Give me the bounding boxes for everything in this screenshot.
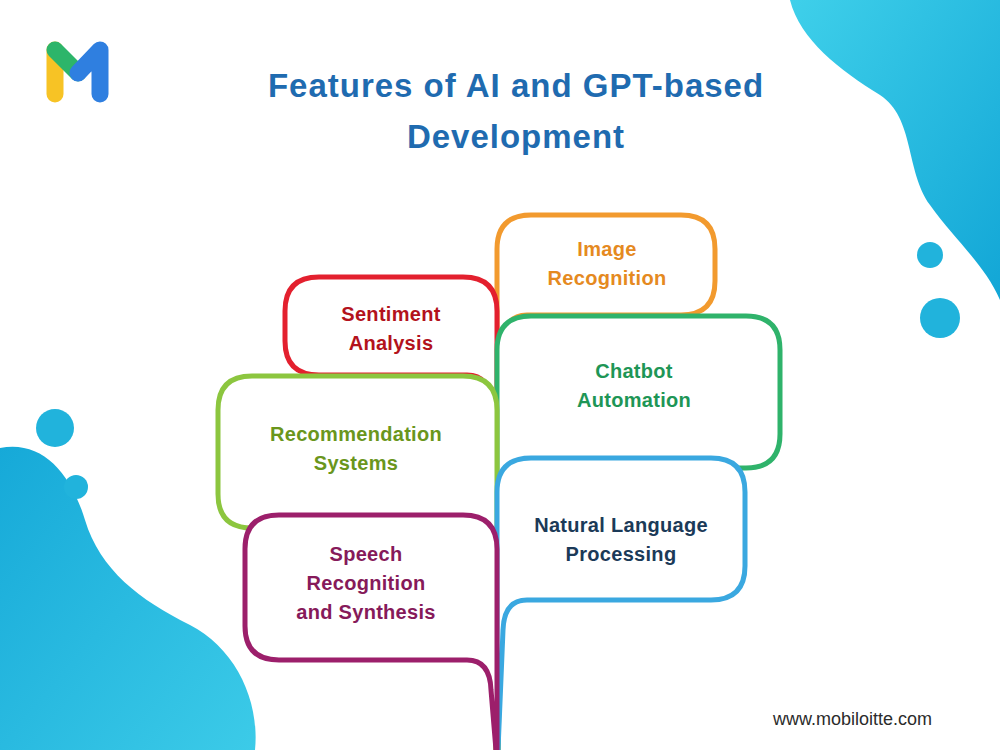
speech-bubble: Speech Recognition and Synthesis <box>245 515 497 660</box>
bubble-text-group: Chatbot Automation <box>554 357 714 415</box>
bubble-outline <box>285 277 497 375</box>
speech-bubble: Chatbot Automation <box>497 316 780 468</box>
feature-label: Recommendation Systems <box>240 420 472 478</box>
deco-dot <box>64 475 88 499</box>
feature-label: Speech Recognition and Synthesis <box>291 540 441 627</box>
feature-label: Image Recognition <box>532 235 682 293</box>
deco-dot <box>917 242 943 268</box>
bubble-text-group: Speech Recognition and Synthesis <box>291 540 441 627</box>
bubble-text-group: Recommendation Systems <box>240 420 472 478</box>
bubble-outline <box>497 215 715 315</box>
diagram-title: Features of AI and GPT-based Development <box>206 60 826 162</box>
deco-dot <box>36 409 74 447</box>
deco-dot <box>920 298 960 338</box>
speech-bubble: Sentiment Analysis <box>285 277 497 375</box>
speech-bubble: Image Recognition <box>497 215 715 315</box>
bubble-text-group: Sentiment Analysis <box>321 300 461 358</box>
bubble-shape <box>245 515 497 750</box>
feature-label: Sentiment Analysis <box>321 300 461 358</box>
bubble-shape <box>497 316 780 750</box>
bubble-shape <box>497 458 745 750</box>
corner-blob <box>790 0 1000 300</box>
bubble-shape <box>218 376 497 750</box>
bubble-text-group: Natural Language Processing <box>512 511 730 569</box>
feature-label: Chatbot Automation <box>554 357 714 415</box>
speech-bubble: Natural Language Processing <box>497 458 745 600</box>
website-label: www.mobiloitte.com <box>773 709 932 730</box>
logo <box>55 50 100 94</box>
speech-bubble: Recommendation Systems <box>218 376 497 528</box>
bubble-text-group: Image Recognition <box>532 235 682 293</box>
feature-label: Natural Language Processing <box>512 511 730 569</box>
